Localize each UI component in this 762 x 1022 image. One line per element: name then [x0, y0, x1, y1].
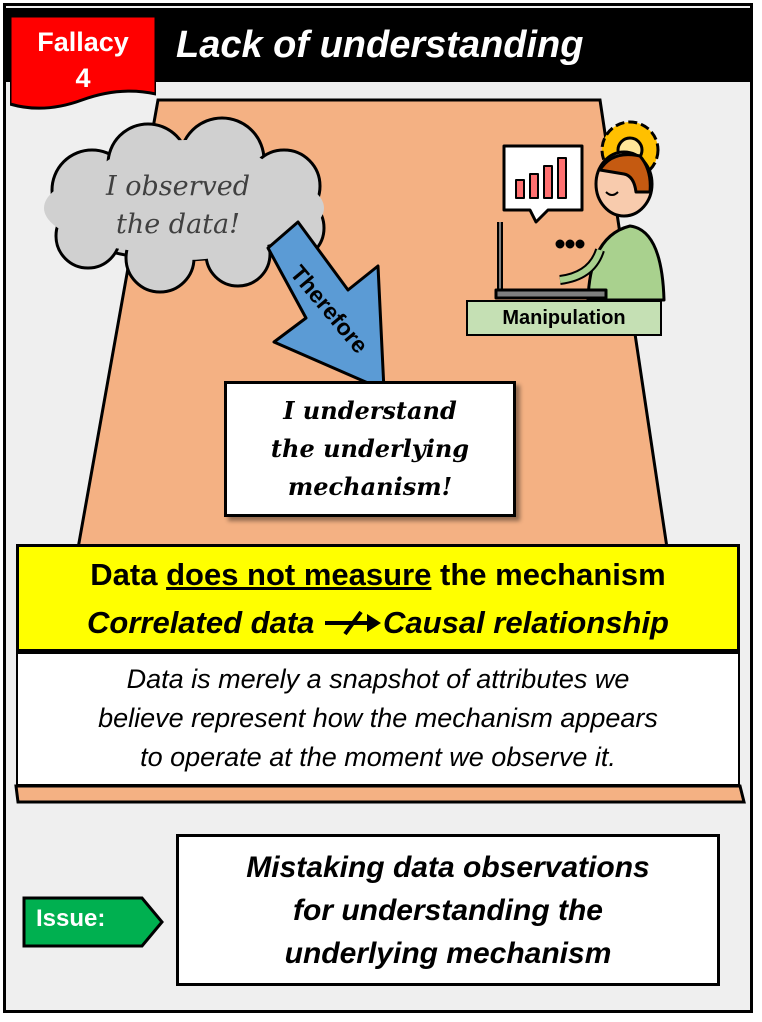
cloud-text: I observed the data! [68, 168, 288, 244]
fallacy-word: Fallacy [37, 27, 129, 57]
issue-tag-icon [22, 896, 164, 948]
cloud-line-2: the data! [116, 209, 240, 240]
conclusion-box: I understand the underlying mechanism! [224, 381, 516, 517]
conclusion-line-3: mechanism! [287, 472, 453, 501]
fallacy-number: 4 [75, 63, 91, 93]
issue-line-2: for understanding the [293, 893, 603, 927]
explanation-box: Data is merely a snapshot of attributes … [16, 652, 740, 786]
page-title: Lack of understanding [176, 24, 584, 66]
conclusion-line-2: the underlying [270, 434, 470, 463]
issue-box: Mistaking data observations for understa… [176, 834, 720, 986]
key-point-prefix: Data [90, 557, 167, 592]
issue-label: Issue: [36, 905, 106, 932]
explanation-line-1: Data is merely a snapshot of attributes … [126, 664, 630, 694]
key-point-box: Data does not measure the mechanism Corr… [16, 544, 740, 652]
cloud-line-1: I observed [105, 171, 251, 202]
does-not-imply-arrow-icon [325, 610, 382, 636]
explanation-line-3: to operate at the moment we observe it. [140, 742, 616, 772]
key-point-underlined: does not measure [166, 557, 432, 592]
issue-line-3: underlying mechanism [284, 936, 612, 970]
explanation-line-2: believe represent how the mechanism appe… [98, 703, 658, 733]
key-point-line-2: Correlated data Causal relationship [19, 605, 737, 641]
therefore-arrow-icon [266, 220, 386, 392]
key-point-suffix: the mechanism [431, 557, 666, 592]
causal-relationship-text: Causal relationship [383, 605, 669, 640]
correlated-data-text: Correlated data [87, 605, 315, 640]
conclusion-line-1: I understand [283, 396, 457, 425]
fallacy-badge [10, 16, 156, 110]
manipulation-label: Manipulation [466, 300, 662, 336]
table-edge [14, 784, 746, 804]
key-point-line-1: Data does not measure the mechanism [19, 557, 737, 593]
issue-line-1: Mistaking data observations [246, 850, 650, 884]
fallacy-label: Fallacy 4 [10, 24, 156, 96]
